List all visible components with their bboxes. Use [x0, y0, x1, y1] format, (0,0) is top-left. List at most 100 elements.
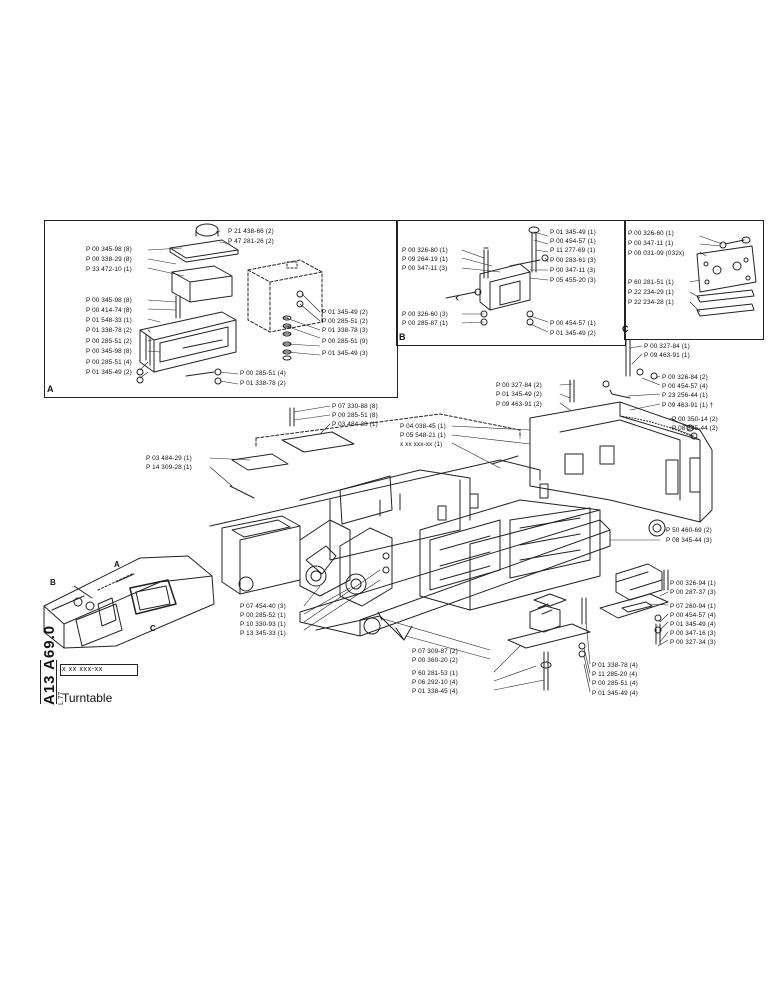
- part-callout: P 00 285-51 (4): [240, 370, 286, 377]
- part-callout: P 00 285-51 (9): [322, 338, 368, 345]
- overview-b-letter: B: [50, 578, 56, 587]
- part-callout: P 00 327-84 (2): [496, 382, 542, 389]
- part-callout: P 00 326-60 (1): [628, 230, 674, 237]
- part-callout: P 08 345-44 (2): [672, 425, 718, 432]
- part-callout: P 07 309-87 (2): [412, 648, 458, 655]
- part-callout: P 01 345-49 (3): [322, 350, 368, 357]
- part-callout: P 00 345-98 (8): [86, 297, 132, 304]
- drawing-ref-code: A13 A69.0: [41, 624, 58, 705]
- part-callout: P 07 330-88 (8): [332, 403, 378, 410]
- part-callout: P 09 463-91 (2): [496, 401, 542, 408]
- part-callout: x xx xxx-xx (1): [400, 441, 443, 448]
- drawing-title: Turntable: [62, 691, 113, 705]
- part-callout: P 00 338-29 (8): [86, 256, 132, 263]
- part-callout: P 01 548-33 (1): [86, 317, 132, 324]
- part-callout: P 00 414-74 (8): [86, 307, 132, 314]
- part-callout: P 00 454-57 (1): [550, 238, 596, 245]
- part-callout: P 03 484-29 (1): [146, 455, 192, 462]
- part-callout: P 00 285-87 (1): [402, 320, 448, 327]
- part-callout: P 01 338-78 (2): [86, 327, 132, 334]
- part-callout: P 08 345-44 (3): [666, 537, 712, 544]
- part-callout: P 01 345-49 (2): [550, 330, 596, 337]
- part-callout: P 22 234-29 (1): [628, 289, 674, 296]
- part-callout: P 00 350-14 (2): [672, 416, 718, 423]
- part-callout: P 11 285-20 (4): [592, 671, 638, 678]
- part-callout: P 06 292-10 (4): [412, 679, 458, 686]
- part-callout: P 14 309-28 (1): [146, 464, 192, 471]
- part-callout: P 00 031-09 (032x): [628, 250, 685, 257]
- serial-box: [60, 664, 138, 676]
- part-callout: P 00 347-11 (3): [402, 265, 448, 272]
- part-callout: P 00 454-57 (4): [662, 383, 708, 390]
- part-callout: P 00 283-61 (3): [550, 257, 596, 264]
- part-callout: P 00 454-57 (1): [550, 320, 596, 327]
- part-callout: P 00 326-94 (1): [670, 580, 716, 587]
- part-callout: P 60 281-53 (1): [412, 670, 458, 677]
- inset-c-letter: C: [622, 324, 629, 334]
- title-block-divider: [56, 660, 57, 704]
- part-callout: P 00 326-60 (3): [402, 311, 448, 318]
- part-callout: P 00 345-98 (8): [86, 348, 132, 355]
- inset-c-parts: [696, 236, 757, 317]
- part-callout: P 00 285-51 (2): [322, 318, 368, 325]
- turntable-frame: [209, 339, 713, 691]
- inset-a-letter: A: [47, 384, 54, 394]
- inset-frame-b: [396, 220, 626, 346]
- part-callout: P 22 234-28 (1): [628, 299, 674, 306]
- overview-thumbnail: [43, 555, 215, 649]
- part-callout: P 05 455-20 (3): [550, 277, 596, 284]
- part-callout: P 00 347-11 (3): [550, 267, 596, 274]
- part-callout: P 00 345-98 (8): [86, 246, 132, 253]
- title-block-frame: [40, 660, 41, 704]
- part-callout: P 00 285-51 (4): [592, 680, 638, 687]
- part-callout: P 01 345-49 (2): [86, 369, 132, 376]
- part-callout: P 01 338-78 (4): [592, 662, 638, 669]
- part-callout: P 07 454-40 (3): [240, 603, 286, 610]
- part-callout: P 00 326-84 (2): [662, 374, 708, 381]
- part-callout: P 00 285-52 (1): [240, 612, 286, 619]
- part-callout: P 00 327-34 (3): [670, 639, 716, 646]
- part-callout: P 13 345-33 (1): [240, 630, 286, 637]
- part-callout: P 01 345-49 (2): [322, 309, 368, 316]
- part-callout: P 07 260-94 (1): [670, 603, 716, 610]
- part-callout: P 05 548-21 (1): [400, 432, 446, 439]
- part-callout: P 00 326-80 (1): [402, 247, 448, 254]
- part-callout: P 11 277-69 (1): [550, 247, 596, 254]
- part-callout: P 47 281-26 (2): [228, 238, 274, 245]
- part-callout: P 00 285-51 (2): [86, 338, 132, 345]
- part-callout: P 00 287-37 (3): [670, 589, 716, 596]
- part-callout: P 01 345-49 (4): [592, 690, 638, 697]
- part-callout: P 04 038-45 (1): [400, 423, 446, 430]
- part-callout: P 00 454-57 (4): [670, 612, 716, 619]
- overview-c-letter: C: [150, 624, 156, 633]
- overview-a-letter: A: [114, 560, 120, 569]
- part-callout: P 00 285-51 (4): [86, 359, 132, 366]
- part-callout: P 09 264-19 (1): [402, 256, 448, 263]
- part-callout: P 50 460-69 (2): [666, 527, 712, 534]
- part-callout: P 23 256-44 (1): [662, 392, 708, 399]
- inset-b-letter: B: [399, 332, 406, 342]
- part-callout: P 09 463-91 (1): [644, 352, 690, 359]
- part-callout: P 00 347-16 (3): [670, 630, 716, 637]
- inset-frame-c: [624, 220, 764, 340]
- inset-frame-a: [44, 220, 398, 398]
- part-callout: P 00 327-84 (1): [644, 343, 690, 350]
- leader-lines: [139, 230, 723, 693]
- part-callout: P 00 285-51 (8): [332, 412, 378, 419]
- drawing-serial: x xx xxx-xx: [62, 666, 103, 673]
- part-callout: P 10 330-93 (1): [240, 621, 286, 628]
- part-callout: P 03 484-30 (1): [332, 421, 378, 428]
- part-callout: P 00 347-11 (1): [628, 240, 674, 247]
- part-callout: P 60 281-51 (1): [628, 279, 674, 286]
- part-callout: P 09 463-91 (1) †: [662, 402, 714, 409]
- part-callout: P 01 338-78 (2): [240, 380, 286, 387]
- inset-a-parts: [136, 223, 323, 385]
- part-callout: P 01 338-78 (3): [322, 327, 368, 334]
- part-callout: P 33 472-10 (1): [86, 266, 132, 273]
- part-callout: P 21 438-66 (2): [228, 228, 274, 235]
- part-callout: P 01 338-45 (4): [412, 688, 458, 695]
- part-callout: P 00 360-20 (2): [412, 657, 458, 664]
- part-callout: P 01 345-49 (2): [496, 391, 542, 398]
